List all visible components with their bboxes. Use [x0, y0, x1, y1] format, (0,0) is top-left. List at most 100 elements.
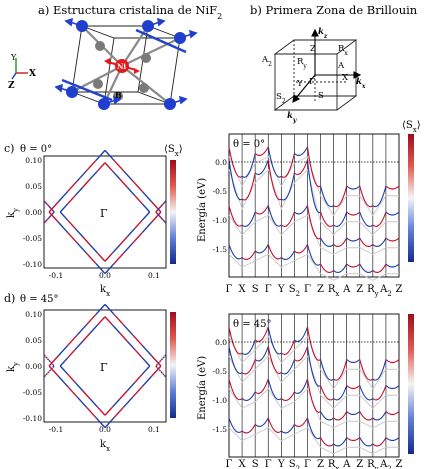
fermi-contour-segment [141, 375, 153, 388]
fermi-contour-segment [89, 170, 99, 180]
fermi-contour-segment [76, 324, 87, 336]
f-atom [93, 79, 103, 89]
fermi-contour-segment [45, 356, 48, 360]
band-segment [333, 211, 348, 227]
fermi-contour-segment [57, 344, 69, 357]
band-segment [333, 359, 348, 381]
label-S: S [318, 91, 324, 101]
fermi-contour-segment [155, 211, 159, 215]
band-segment [320, 359, 334, 381]
yticks-d: 0.10 0.05 0.00 -0.05 -0.10 [23, 310, 42, 423]
fermi-contour-segment [155, 209, 159, 213]
panel-a: a) Estructura cristalina de NiF2 Y X Z [8, 3, 222, 110]
fermi-contour-segment [141, 365, 151, 375]
band-segment [228, 378, 243, 401]
fermi-contour-segment [119, 390, 128, 400]
fermi-contour-segment [97, 406, 106, 416]
band-segment [280, 359, 295, 375]
fermi-contour-segment [162, 356, 165, 360]
panel-d-gamma: Γ [100, 361, 108, 374]
band-segment [372, 211, 387, 227]
fermi-contour-segment [89, 398, 99, 408]
panel-c-theta: θ = 0° [20, 144, 52, 155]
fermi-contour-segment [141, 211, 151, 221]
label-kx: kx [356, 77, 366, 90]
fermi-contour-segment [160, 217, 164, 220]
panel-a-caption: a) Estructura cristalina de NiF2 [38, 3, 222, 21]
fermi-contour-segment [132, 334, 143, 346]
xtick-label: 0.1 [148, 425, 160, 434]
ghost-band [228, 253, 399, 281]
band-segment [306, 346, 321, 387]
fermi-contour-segment [141, 221, 153, 234]
fermi-contour-segment [158, 215, 162, 219]
kpath-label: Z [396, 284, 403, 295]
fermi-contour-segment [141, 357, 151, 367]
fermi-contour-segment [104, 262, 115, 275]
fermi-contour-segment [57, 190, 69, 203]
ytick-label: 0.0 [215, 158, 227, 167]
fermi-contour-segment [85, 252, 97, 264]
ytick-label: -0.10 [23, 414, 42, 423]
fermi-contour-segment [76, 396, 87, 408]
fermi-contour-segment [85, 406, 97, 418]
bands-bottom: θ = 45° 0.0 -0.5 -1.0 -1.5 Energía (eV) … [197, 313, 414, 469]
spin-arrows [54, 17, 198, 105]
fermi-contour-segment [119, 236, 128, 246]
band-lines-top [228, 134, 400, 281]
fermi-contour-segment [123, 242, 134, 254]
fermi-contour-segment [151, 201, 162, 213]
kpath-label: S [252, 284, 259, 295]
band-segment [241, 211, 256, 227]
fermi-contour-segment [76, 242, 87, 254]
band-segment [241, 339, 256, 355]
fermi-contour-segment [157, 213, 160, 217]
ytick-label: -1.5 [213, 245, 228, 254]
colorbar-bands-bottom [408, 314, 414, 454]
fermi-contour-segment [50, 361, 53, 365]
band-segment [228, 159, 243, 201]
band-segment [346, 263, 361, 268]
fermi-contour-segment [67, 386, 78, 398]
band-segment [333, 263, 348, 273]
band-segment [320, 237, 334, 247]
band-segment [294, 244, 308, 254]
band-segment [346, 185, 361, 190]
fermi-contour-segment [85, 314, 97, 326]
label-ky: ky [287, 111, 297, 124]
band-segment [267, 378, 282, 401]
kpath-label: Γ [265, 459, 272, 469]
colorbar-d [170, 312, 176, 418]
ytick-label: -0.10 [23, 260, 42, 269]
band-segment [372, 185, 387, 208]
kpath-label: Y [277, 284, 285, 295]
kpath-label: Z [356, 284, 363, 295]
fermi-contour-segment [141, 344, 153, 357]
fermi-contour-segment [95, 416, 106, 429]
band-segment [372, 359, 387, 381]
label-Z: Z [310, 44, 316, 54]
band-segment [372, 411, 387, 421]
bz-labels: kz kx ky Z Rx Ry A2 A Γ X Y S S2 [261, 27, 366, 124]
fermi-contour-segment [158, 369, 162, 373]
fermi-contour-segment [113, 252, 125, 264]
fermi-contour-segment [45, 218, 48, 222]
band-segment [254, 205, 269, 215]
bands-top-theta: θ = 0° [233, 139, 265, 150]
band-segment [359, 211, 374, 227]
fermi-contour-segment [158, 205, 162, 209]
fermi-contour-segment [89, 244, 99, 254]
fermi-contour-segment [46, 371, 50, 374]
band-segment [280, 250, 295, 260]
band-segment [320, 185, 334, 208]
band-segment [306, 205, 321, 240]
band-segment [333, 385, 348, 401]
kpath-label: A2 [379, 459, 392, 469]
fermi-contour-segment [50, 207, 53, 211]
band-segment [346, 237, 361, 242]
fermi-contour-segment [157, 207, 160, 211]
fermi-contour-segment [48, 365, 59, 377]
fermi-contour-segment [67, 349, 76, 359]
